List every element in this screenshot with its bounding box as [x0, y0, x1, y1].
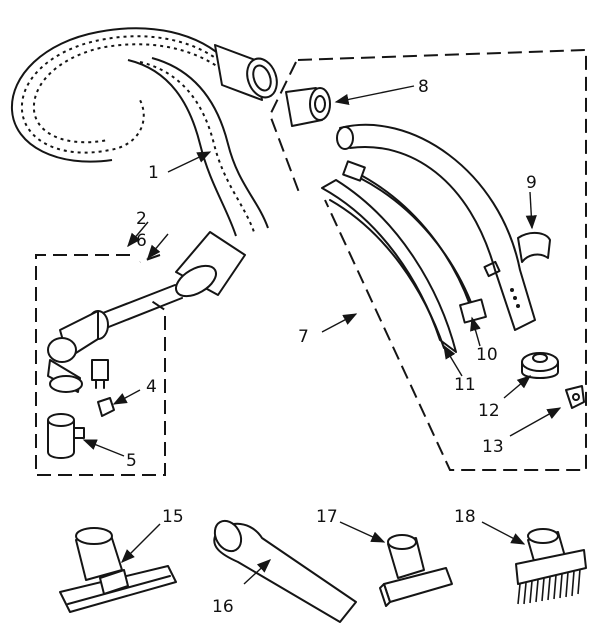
hose-body [8, 23, 263, 243]
handle-channel [321, 179, 457, 353]
callout-11: 11 [454, 375, 476, 395]
clip-part-9 [517, 232, 551, 263]
switch-part [91, 359, 109, 389]
callout-13: 13 [482, 437, 504, 457]
crevice-tool-part-16 [213, 519, 357, 623]
handle-kit-group [167, 48, 587, 471]
dusting-brush-part-18 [481, 521, 587, 605]
callout-9: 9 [526, 173, 537, 193]
callout-6: 6 [136, 231, 147, 251]
floor-tool-part-15 [59, 523, 177, 613]
callout-7: 7 [298, 327, 309, 347]
upholstery-tool-part-17 [339, 521, 453, 607]
swivel-kit-group [35, 221, 169, 476]
wire-harness [342, 160, 487, 324]
callout-18: 18 [454, 507, 476, 527]
callout-12: 12 [478, 401, 500, 421]
handle-shell [336, 123, 536, 331]
connector-part-8 [285, 87, 331, 127]
hose-cuff-bottom [175, 231, 246, 298]
callout-17: 17 [316, 507, 338, 527]
clip-part-4 [97, 397, 115, 417]
callout-1: 1 [148, 163, 159, 183]
clip-part-13 [565, 385, 585, 409]
callout-15: 15 [162, 507, 184, 527]
cap-part-5 [47, 413, 85, 459]
callout-10: 10 [476, 345, 498, 365]
swivel-fitting [47, 310, 109, 393]
ring-part-12 [521, 352, 559, 379]
callout-5: 5 [126, 451, 137, 471]
callout-16: 16 [212, 597, 234, 617]
callout-8: 8 [418, 77, 429, 97]
callout-2: 2 [136, 209, 147, 229]
hose-assembly [8, 23, 278, 333]
hose-cuff-top [214, 44, 278, 101]
callout-4: 4 [146, 377, 157, 397]
hose-wand [89, 284, 183, 333]
